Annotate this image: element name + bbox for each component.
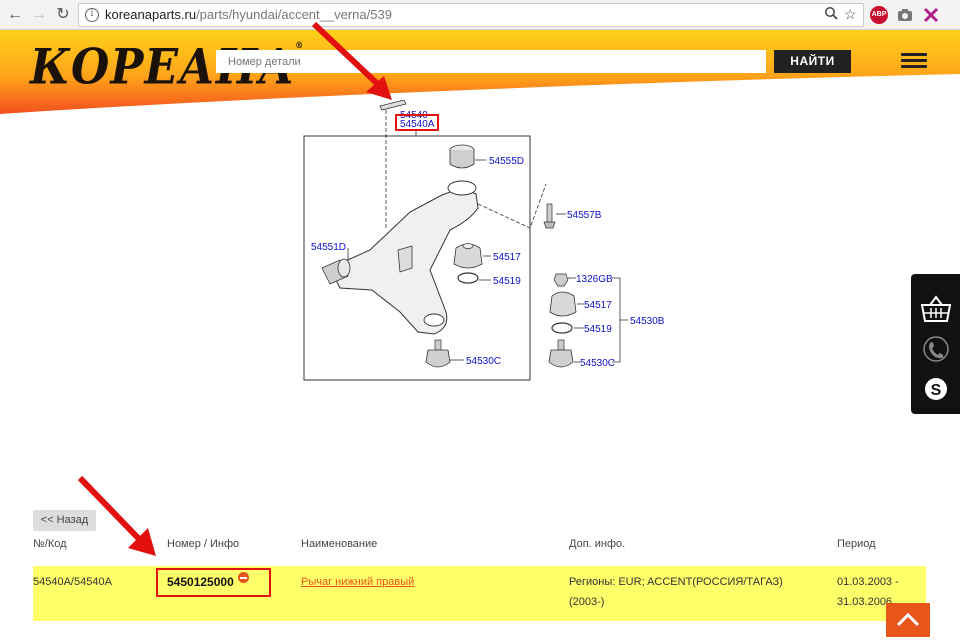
callout-arrow-top — [311, 21, 392, 100]
column-header-period: Период — [837, 538, 876, 550]
ball-joint-part-54530c-kit[interactable] — [548, 339, 574, 368]
extra-info-line-1: Регионы: EUR; ACCENT(РОССИЯ/ТАГАЗ) — [569, 576, 783, 588]
camera-icon[interactable] — [896, 6, 914, 24]
ring-part-54519[interactable] — [457, 272, 479, 284]
lower-arm-part[interactable] — [329, 180, 479, 335]
adblock-icon[interactable]: ABP — [870, 6, 888, 24]
label-54517[interactable]: 54517 — [493, 252, 521, 263]
phone-icon[interactable] — [920, 334, 952, 364]
column-header-number: Номер / Инфо — [167, 538, 240, 550]
label-54557b[interactable]: 54557B — [567, 210, 602, 221]
row-code: 54540A/54540A — [33, 576, 112, 588]
period-start: 01.03.2003 - — [837, 576, 899, 588]
bolt-part-54557b[interactable] — [543, 203, 556, 229]
part-number-cell[interactable]: 5450125000 — [167, 572, 249, 593]
bushing-part-54555d[interactable] — [449, 144, 475, 169]
parts-diagram: 54540 54540A 54555D 54557B 54551D 54517 … — [303, 100, 665, 381]
scroll-to-top-button[interactable] — [886, 603, 930, 637]
part-number[interactable]: 5450125000 — [167, 575, 234, 589]
extra-info-cell: Регионы: EUR; ACCENT(РОССИЯ/ТАГАЗ) (2003… — [569, 572, 783, 612]
reload-icon[interactable]: ↻ — [56, 6, 70, 23]
forward-arrow-icon[interactable]: → — [31, 6, 47, 23]
bolt-part — [379, 100, 407, 111]
label-54530b[interactable]: 54530B — [630, 316, 665, 327]
chevron-up-icon — [896, 612, 920, 627]
star-icon[interactable]: ☆ — [844, 6, 857, 22]
svg-text:S: S — [931, 382, 942, 399]
ball-joint-part-54530c[interactable] — [425, 339, 451, 368]
menu-icon[interactable] — [901, 53, 927, 69]
highlight-box-part-number — [156, 568, 271, 597]
contact-side-panel: S — [911, 274, 960, 414]
info-minus-icon[interactable] — [237, 572, 249, 583]
skype-icon[interactable]: S — [920, 374, 952, 404]
label-54530c-kit[interactable]: 54530C — [580, 358, 615, 369]
column-header-extra: Доп. инфо. — [569, 538, 626, 550]
boot-part-54517[interactable] — [453, 243, 483, 269]
back-arrow-icon[interactable]: ← — [7, 6, 23, 23]
callout-arrow-bottom — [77, 475, 156, 556]
table-row[interactable]: 54540A/54540A 5450125000 Рычаг нижний пр… — [33, 566, 926, 621]
zoom-icon[interactable] — [824, 6, 838, 23]
extra-info-line-2: (2003-) — [569, 596, 605, 608]
label-54540a[interactable]: 54540A — [400, 119, 435, 130]
highlight-box-54540a — [395, 114, 439, 131]
url-domain: koreanaparts.ru — [105, 7, 197, 22]
extension-x-icon[interactable] — [922, 6, 940, 24]
label-54551d[interactable]: 54551D — [311, 242, 346, 253]
label-54517-kit[interactable]: 54517 — [584, 300, 612, 311]
site-header: КОРЕАНА® НАЙТИ — [0, 30, 960, 114]
label-54519-kit[interactable]: 54519 — [584, 324, 612, 335]
label-1326gb[interactable]: 1326GB — [576, 274, 613, 285]
part-name-link[interactable]: Рычаг нижний правый — [301, 576, 415, 588]
part-number-search-input[interactable] — [216, 50, 766, 73]
kit-bracket — [612, 277, 628, 363]
period-end: 31.03.2006 — [837, 596, 893, 608]
column-header-code: №/Код — [33, 538, 67, 550]
ring-part-54519-kit[interactable] — [551, 322, 573, 334]
label-54519[interactable]: 54519 — [493, 276, 521, 287]
bushing-part-54551d[interactable] — [321, 258, 351, 285]
search-button[interactable]: НАЙТИ — [774, 50, 851, 73]
nut-part-1326gb[interactable] — [553, 273, 569, 287]
boot-part-54517-kit[interactable] — [549, 291, 577, 317]
column-header-name: Наименование — [301, 538, 378, 550]
cart-icon[interactable] — [920, 294, 952, 324]
url-text: koreanaparts.ru/parts/hyundai/accent__ve… — [105, 7, 392, 22]
period-cell: 01.03.2003 - 31.03.2006 — [837, 572, 899, 612]
part-name-cell[interactable]: Рычаг нижний правый — [301, 572, 414, 592]
address-bar[interactable]: i koreanaparts.ru/parts/hyundai/accent__… — [78, 3, 864, 27]
back-button[interactable]: << Назад — [33, 510, 96, 531]
label-54530c[interactable]: 54530C — [466, 356, 501, 367]
diagram-frame — [303, 135, 531, 381]
label-54555d[interactable]: 54555D — [489, 156, 524, 167]
url-path: /parts/hyundai/accent__verna/539 — [196, 7, 392, 22]
info-icon[interactable]: i — [85, 8, 99, 22]
browser-toolbar: ← → ↻ i koreanaparts.ru/parts/hyundai/ac… — [0, 0, 960, 30]
